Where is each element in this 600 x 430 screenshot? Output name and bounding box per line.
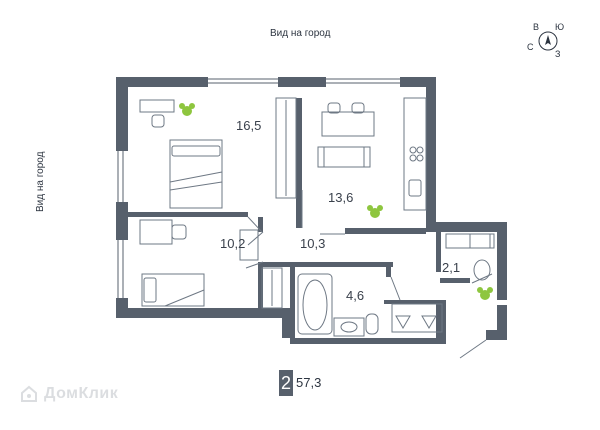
- view-label-top: Вид на город: [270, 28, 331, 39]
- room-area-hall: 10,3: [300, 236, 326, 251]
- rooms-count-badge: 2: [279, 370, 293, 396]
- compass-west: З: [555, 49, 561, 59]
- compass-icon: [538, 31, 558, 51]
- watermark: ДомКлик: [20, 385, 118, 403]
- room-area-bedroom: 16,5: [236, 118, 262, 133]
- compass: В Ю С З: [525, 22, 585, 62]
- plants: [179, 103, 493, 300]
- compass-north: С: [527, 42, 534, 52]
- doors: [245, 190, 493, 359]
- room-area-wc: 2,1: [442, 260, 461, 275]
- room-area-bathroom: 4,6: [346, 288, 365, 303]
- furniture: [139, 97, 495, 337]
- interior-walls: [128, 98, 470, 338]
- walls: [116, 77, 507, 344]
- compass-east: В: [533, 22, 540, 32]
- watermark-text: ДомКлик: [44, 385, 119, 402]
- compass-south: Ю: [555, 22, 565, 32]
- windows: [117, 78, 400, 298]
- room-area-kitchen-living: 13,6: [328, 190, 354, 205]
- home-icon: [21, 385, 37, 402]
- view-label-side: Вид на город: [35, 151, 46, 212]
- total-area: 57,3: [296, 375, 322, 390]
- room-area-child-room: 10,2: [220, 236, 246, 251]
